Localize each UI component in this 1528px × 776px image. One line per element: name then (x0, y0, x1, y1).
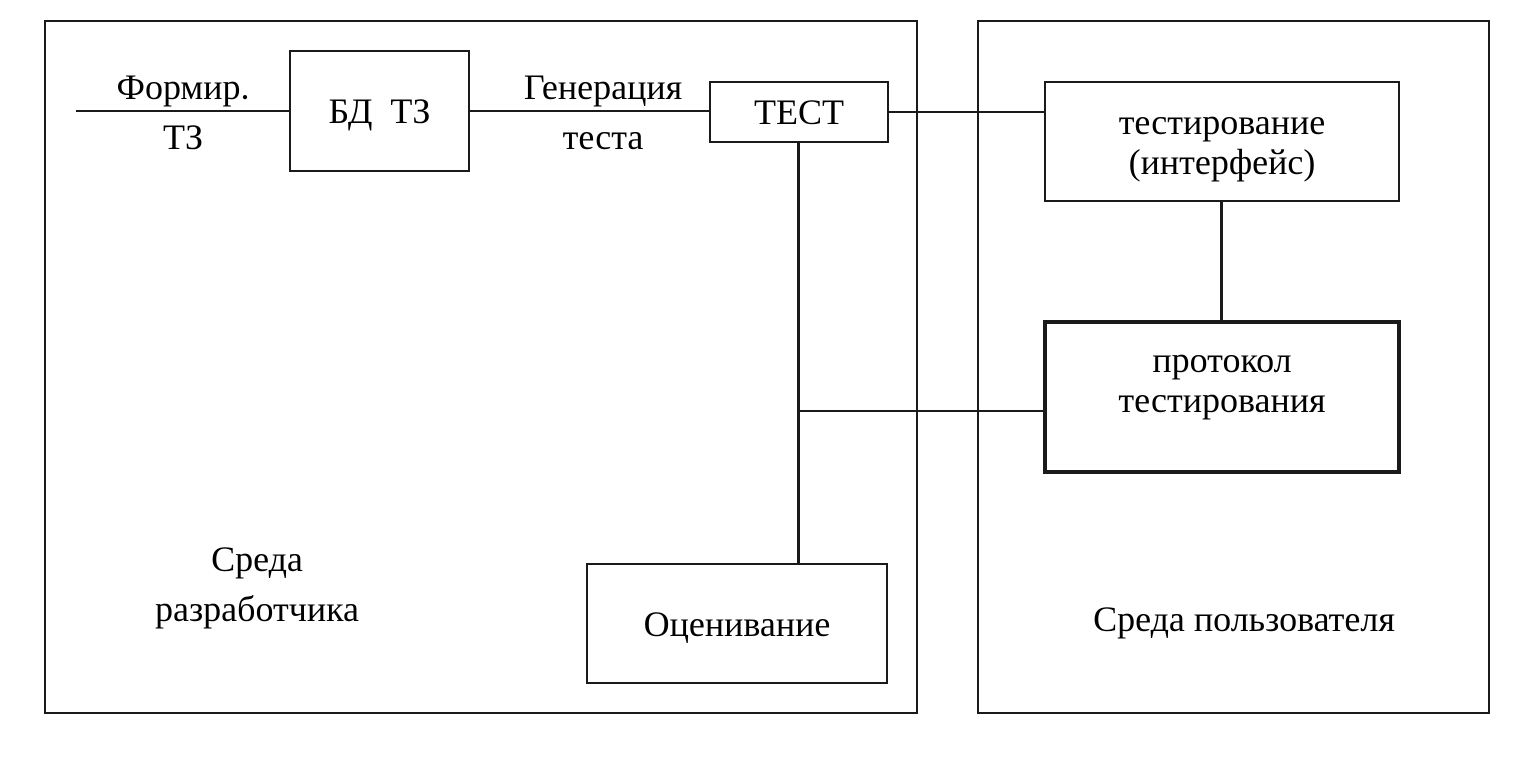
trunk-to-protocol-line (797, 410, 1044, 412)
db-tz-box: БД ТЗ (289, 50, 470, 172)
dev-env-label-line2: разработчика (154, 589, 360, 629)
testing-interface-line1: тестирование (1118, 101, 1326, 142)
evaluation-label: Оценивание (643, 603, 831, 644)
evaluation-box: Оценивание (586, 563, 888, 684)
test-protocol-line2: тестирования (1118, 380, 1326, 420)
dev-env-label-line1: Среда (211, 539, 303, 579)
gen-test-label-line1: Генерация (523, 67, 683, 107)
test-to-evaluation-line (797, 142, 800, 564)
test-box: ТЕСТ (709, 81, 889, 143)
form-tz-label-line2: ТЗ (162, 117, 204, 157)
testing-interface-box: тестирование (интерфейс) (1044, 81, 1400, 202)
gen-test-label-line2: теста (562, 117, 644, 157)
test-protocol-box: протокол тестирования (1043, 320, 1401, 474)
form-tz-label-line1: Формир. (116, 67, 250, 107)
db-to-test-line (469, 110, 710, 112)
testing-interface-line2: (интерфейс) (1128, 141, 1316, 182)
testing-to-protocol-line (1220, 200, 1223, 322)
test-label: ТЕСТ (754, 92, 844, 132)
test-to-testing-line (888, 111, 1045, 113)
test-protocol-line1: протокол (1152, 340, 1292, 380)
user-env-label: Среда пользователя (1093, 599, 1395, 639)
input-line (76, 110, 290, 112)
db-tz-label: БД ТЗ (328, 91, 431, 131)
